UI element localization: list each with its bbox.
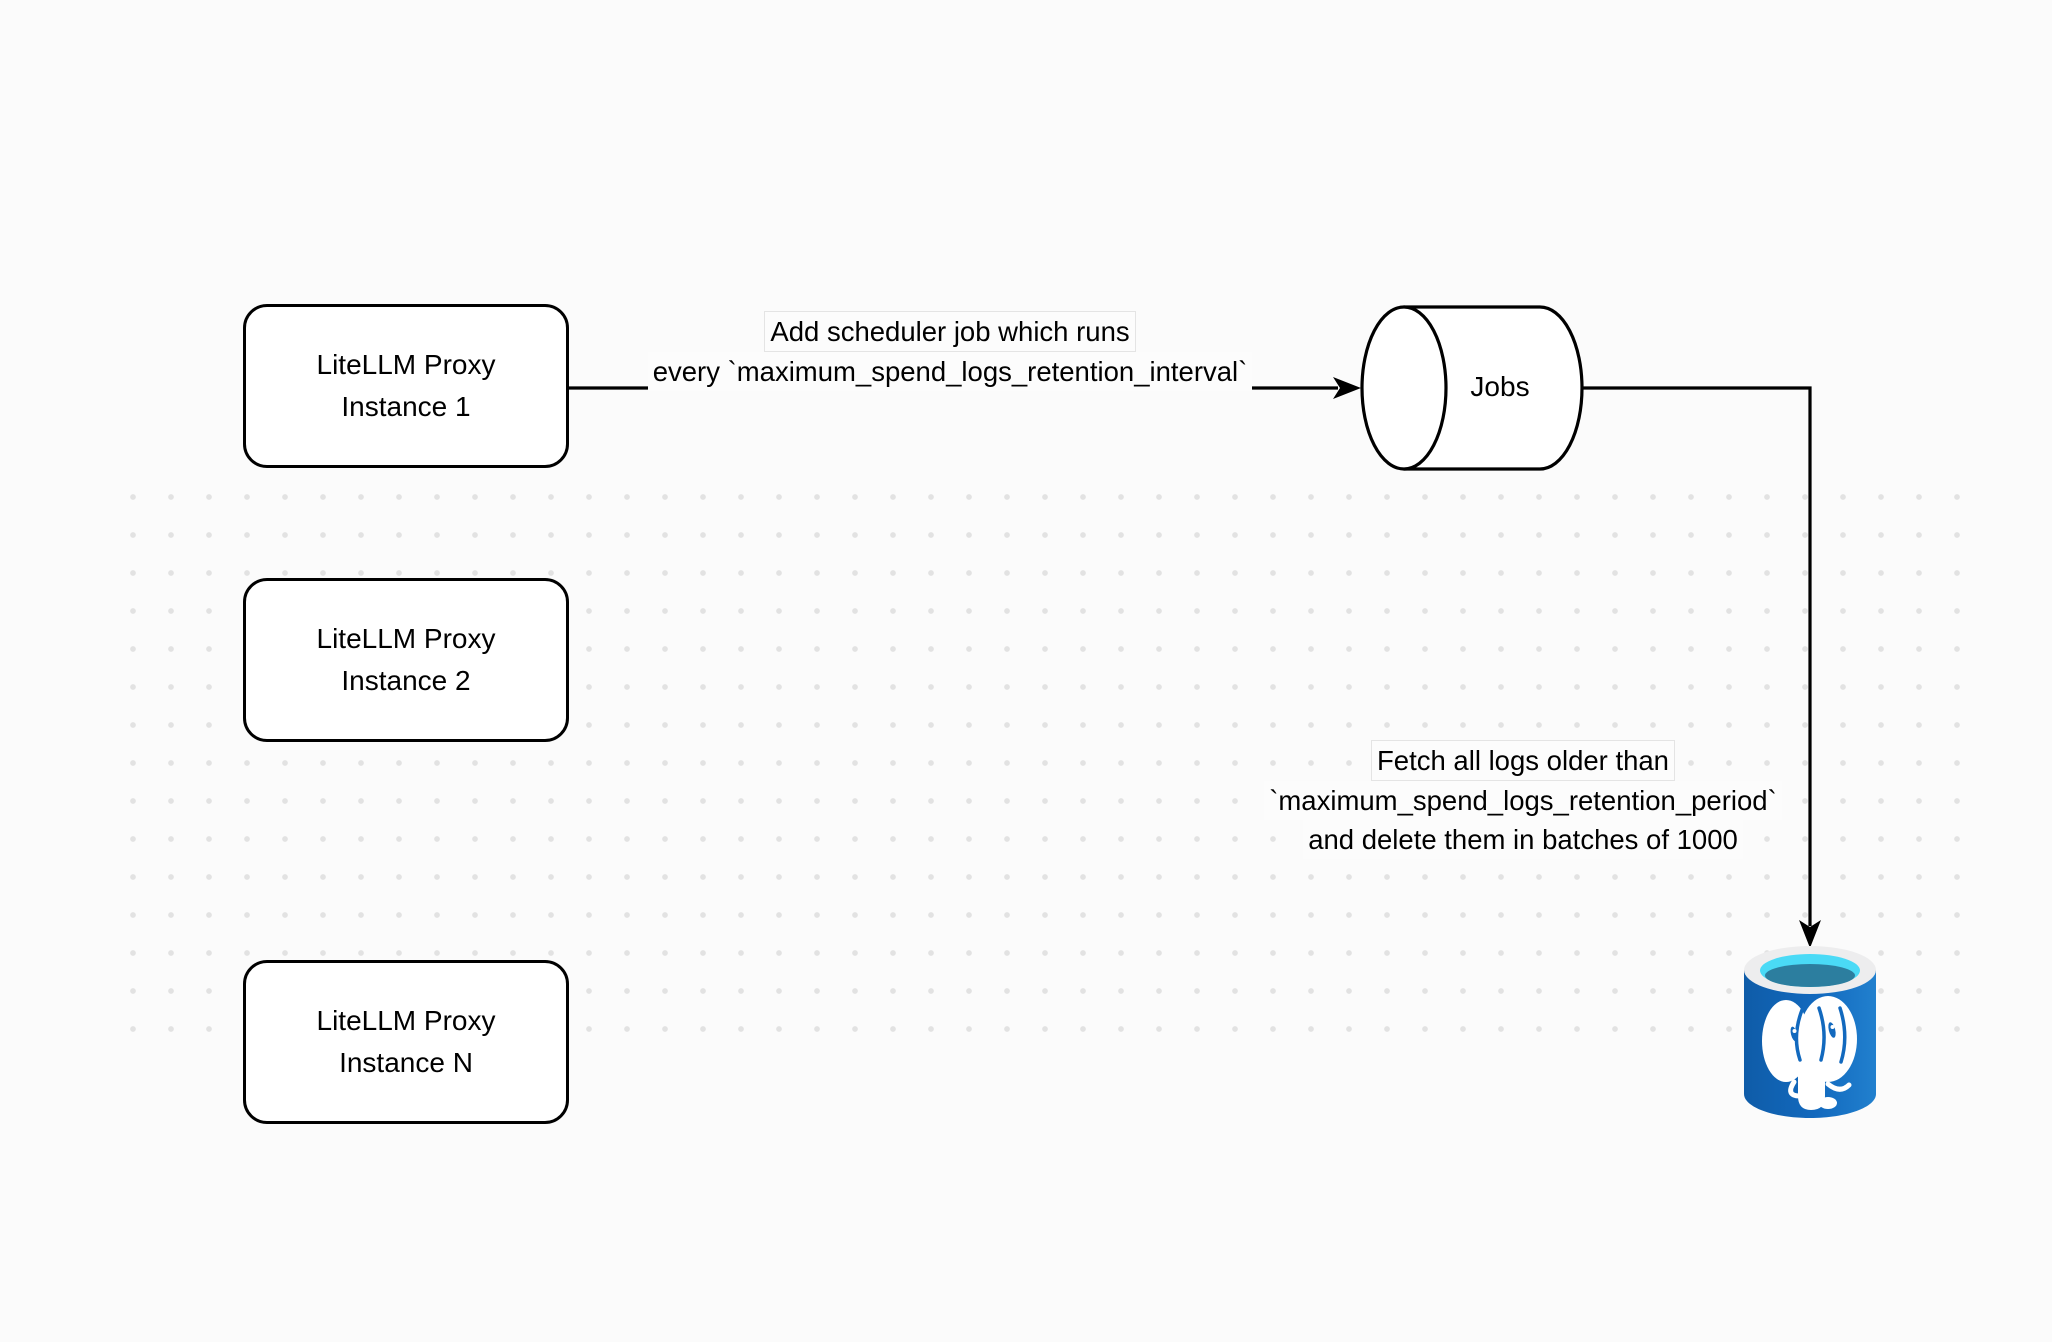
node-jobs-label: Jobs [1470, 371, 1530, 402]
edge-label-fetch-line3: and delete them in batches of 1000 [1303, 820, 1743, 859]
edge-label-fetch: Fetch all logs older than `maximum_spend… [1173, 740, 1873, 859]
node-label: LiteLLM Proxy [316, 623, 496, 654]
node-label: Instance 2 [341, 665, 471, 696]
node-label: Instance 1 [341, 391, 471, 422]
edge-label-fetch-line2: `maximum_spend_logs_retention_period` [1264, 781, 1782, 820]
node-litellm-proxy-instance-2: LiteLLM Proxy Instance 2 [243, 578, 569, 742]
edge-label-scheduler: Add scheduler job which runs every `maxi… [600, 311, 1300, 391]
edge-scheduler-arrowhead [1333, 377, 1361, 399]
node-litellm-proxy-instance-n: LiteLLM Proxy Instance N [243, 960, 569, 1124]
jobs-cylinder-cap [1360, 305, 1448, 471]
postgres-elephant-logo [1762, 996, 1857, 1110]
node-label: LiteLLM Proxy [316, 1005, 496, 1036]
postgresql-database-icon [1744, 946, 1876, 1118]
jobs-cylinder-body [1402, 305, 1584, 471]
postgres-cylinder-opening-inner [1765, 964, 1855, 987]
node-label: LiteLLM Proxy [316, 349, 496, 380]
node-litellm-proxy-instance-1: LiteLLM Proxy Instance 1 [243, 304, 569, 468]
edge-label-scheduler-line2: every `maximum_spend_logs_retention_inte… [647, 352, 1253, 391]
node-label: Instance N [339, 1047, 473, 1078]
edge-label-fetch-line1: Fetch all logs older than [1371, 740, 1675, 781]
edge-label-scheduler-line1: Add scheduler job which runs [764, 311, 1136, 352]
node-jobs-queue-cylinder [1360, 305, 1584, 471]
